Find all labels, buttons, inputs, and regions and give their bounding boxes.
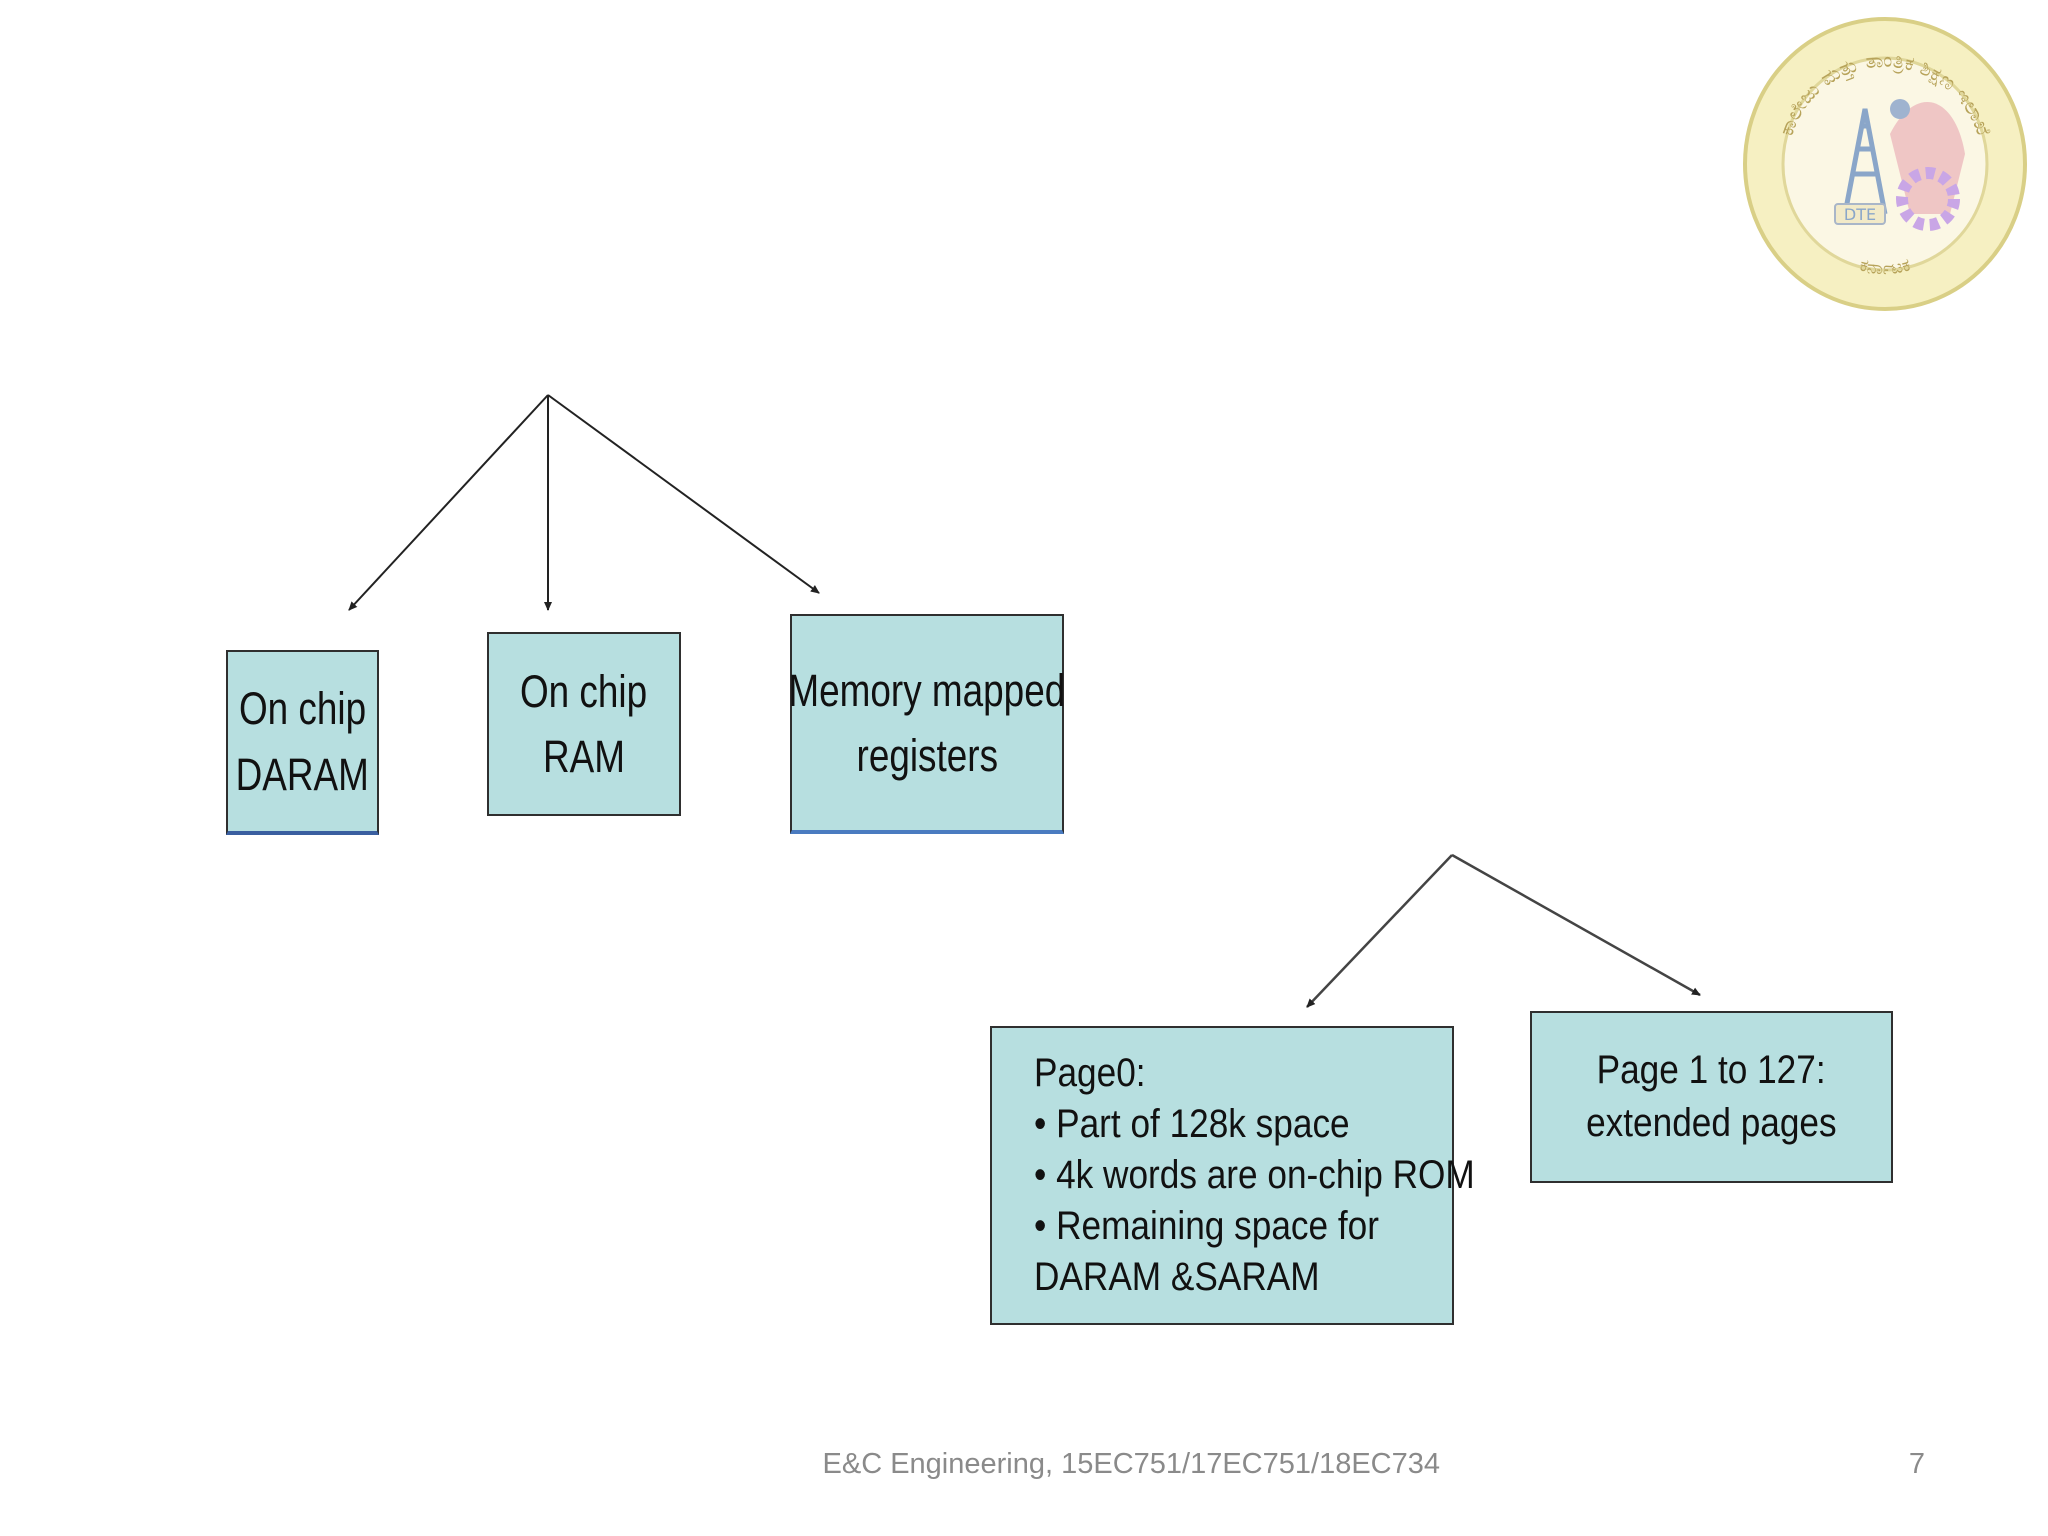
box-label-line: DARAM <box>235 748 370 800</box>
page0-heading: Page0: <box>1034 1050 1146 1095</box>
arrow-to-extended-pages <box>1451 853 1701 997</box>
box-label-line: Memory mapped <box>788 664 1066 716</box>
on-chip-daram-box: On chip DARAM <box>226 650 379 835</box>
on-chip-ram-box: On chip RAM <box>487 632 681 816</box>
box-label-line: RAM <box>543 731 625 782</box>
logo-center-text: DTE <box>1844 205 1876 224</box>
arrow-to-daram <box>348 394 549 611</box>
page0-bullet-continuation: DARAM &SARAM <box>1034 1255 1320 1300</box>
page-number: 7 <box>1908 1448 1925 1480</box>
page0-box: Page0: • Part of 128k space • 4k words a… <box>990 1026 1475 1325</box>
page0-bullet: • Remaining space for <box>1034 1204 1379 1249</box>
footer-text: E&C Engineering, 15EC751/17EC751/18EC734 <box>822 1448 1440 1480</box>
logo-bottom-text: ಕರ್ನಾಟಕ <box>1857 254 1912 279</box>
box-label-line: On chip <box>238 683 367 735</box>
page0-bullet: • 4k words are on-chip ROM <box>1034 1152 1475 1197</box>
memory-mapped-registers-box: Memory mapped registers <box>788 614 1066 834</box>
box-label-line: extended pages <box>1586 1101 1837 1145</box>
box-label-line: Page 1 to 127: <box>1597 1048 1826 1093</box>
box-label-line: registers <box>856 730 998 781</box>
dte-karnataka-logo: DTE ಕಾಲೇಜು ಮತ್ತು ತಾಂತ್ರಿಕ ಶಿಕ್ಷಣ ಇಲಾಖೆ ಕ… <box>1743 17 2027 311</box>
svg-text:ಕರ್ನಾಟಕ: ಕರ್ನಾಟಕ <box>1857 254 1912 279</box>
arrow-to-page0 <box>1306 854 1453 1008</box>
extended-pages-box: Page 1 to 127: extended pages <box>1530 1011 1893 1183</box>
arrow-to-registers <box>547 394 820 594</box>
box-label-line: On chip <box>520 665 648 717</box>
page0-bullet: • Part of 128k space <box>1034 1101 1350 1146</box>
